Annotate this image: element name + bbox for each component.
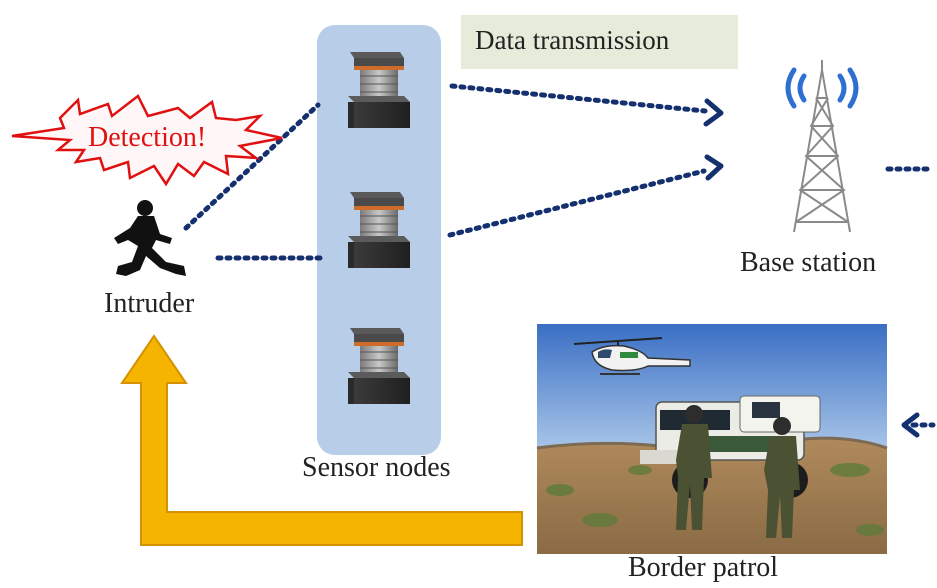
data-transmission-box: Data transmission bbox=[461, 15, 738, 69]
helicopter-icon bbox=[573, 337, 691, 375]
signal-wave-icon bbox=[785, 67, 859, 109]
feedback-arrow bbox=[120, 334, 523, 546]
detection-burst-icon bbox=[11, 94, 283, 187]
radio-tower-icon bbox=[793, 60, 851, 233]
intruder-label: Intruder bbox=[104, 288, 195, 319]
sensor-node-icon bbox=[347, 327, 411, 405]
detection-label: Detection! bbox=[88, 122, 207, 153]
patrol-agents bbox=[676, 405, 800, 538]
data-transmission-label: Data transmission bbox=[475, 25, 670, 55]
dotted-links bbox=[183, 83, 936, 428]
sensor-node-icon bbox=[347, 191, 411, 269]
arrowheads bbox=[703, 98, 920, 438]
runner-icon bbox=[114, 200, 186, 276]
sensor-node-icon bbox=[347, 51, 411, 129]
base-station-label: Base station bbox=[740, 247, 877, 278]
sensor-nodes-label: Sensor nodes bbox=[302, 452, 451, 483]
border-patrol-photo bbox=[536, 324, 888, 554]
border-patrol-label: Border patrol bbox=[628, 552, 779, 583]
